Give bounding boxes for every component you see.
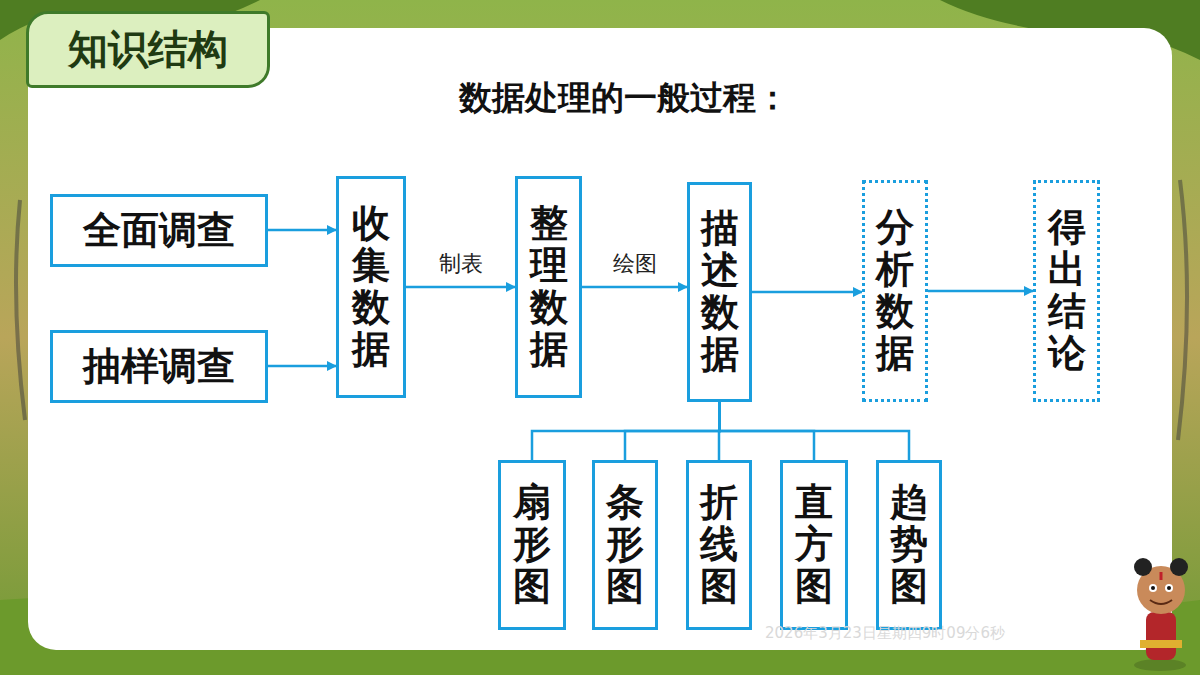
process-box: 条形图 [592,460,658,630]
box-label: 描述数据 [701,208,739,375]
box-label: 收集数据 [352,203,390,370]
edge-label: 绘图 [610,249,660,279]
process-box: 扇形图 [498,460,566,630]
box-label: 知识结构 [68,22,228,77]
process-box: 全面调查 [50,194,268,267]
box-label: 分析数据 [876,207,914,374]
box-label: 折线图 [700,482,738,607]
process-box: 收集数据 [336,176,406,398]
flow-arrow [625,402,720,460]
box-label: 条形图 [606,482,644,607]
box-label: 扇形图 [513,482,551,607]
flow-arrow [406,286,515,289]
flow-arrow [532,402,720,460]
box-label: 直方图 [795,482,833,607]
cartoon-figure [1134,558,1188,671]
process-box: 整理数据 [515,176,582,398]
process-box: 得出结论 [1033,180,1100,402]
flow-arrow [268,365,336,368]
process-box: 描述数据 [687,182,752,402]
flow-arrow [582,286,687,289]
flow-arrow [268,229,336,232]
process-box: 折线图 [686,460,752,630]
process-box: 抽样调查 [50,330,268,403]
process-box: 直方图 [780,460,848,630]
flow-arrow [928,290,1033,293]
box-label: 趋势图 [890,482,928,607]
box-label: 整理数据 [530,203,568,370]
watermark: 2026年3月23日星期四9时09分6秒 [765,624,1005,643]
diagram-title: 数据处理的一般过程： [459,76,789,121]
box-label: 全面调查 [83,205,235,256]
box-label: 抽样调查 [83,341,235,392]
edge-label: 制表 [436,249,486,279]
flow-arrow [720,402,910,460]
heading-badge: 知识结构 [26,11,270,88]
process-box: 趋势图 [876,460,942,630]
process-box: 分析数据 [862,180,928,402]
box-label: 得出结论 [1048,207,1086,374]
flow-arrow [752,291,862,294]
